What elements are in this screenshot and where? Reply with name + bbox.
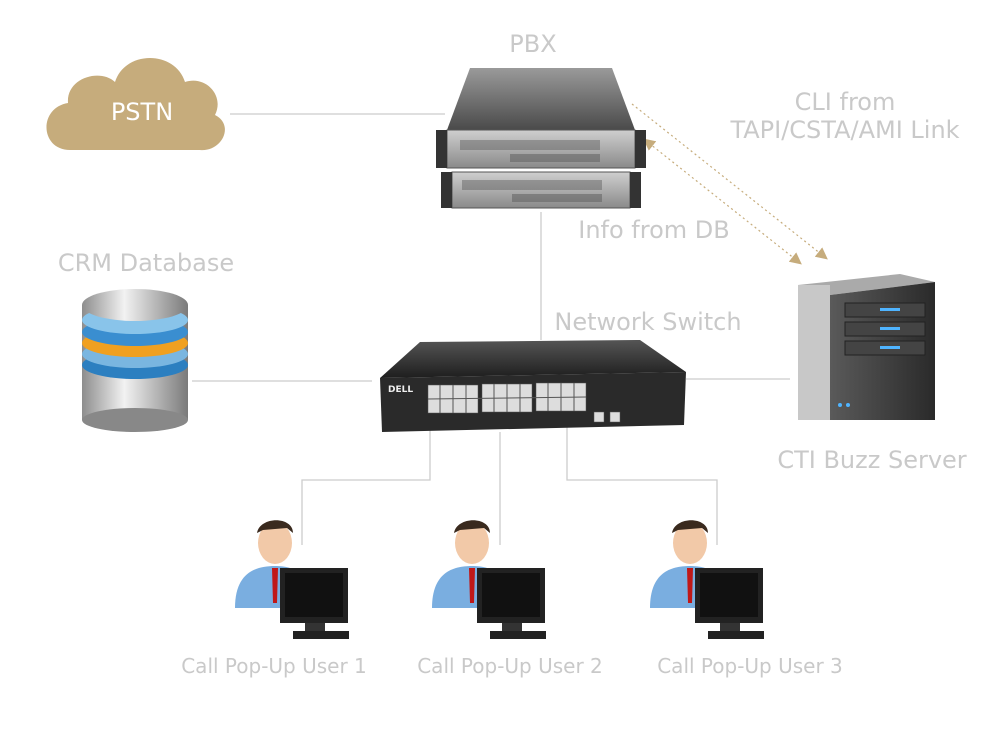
user-2-label: Call Pop-Up User 2 bbox=[417, 654, 603, 678]
user-2-workstation-icon bbox=[432, 520, 546, 639]
info-link-arrow bbox=[643, 138, 802, 265]
crm-database-icon bbox=[82, 289, 188, 432]
switch-brand: DELL bbox=[388, 385, 413, 395]
pbx-rack-server-icon bbox=[436, 68, 646, 209]
connectors bbox=[192, 113, 790, 545]
cti-label: CTI Buzz Server bbox=[777, 446, 966, 474]
user-3-label: Call Pop-Up User 3 bbox=[657, 654, 843, 678]
user-3-workstation-icon bbox=[650, 520, 764, 639]
pbx-label: PBX bbox=[509, 30, 556, 58]
crm-label: CRM Database bbox=[58, 249, 234, 277]
switch-label: Network Switch bbox=[554, 308, 741, 336]
cti-tower-server-icon bbox=[798, 274, 935, 420]
user-1-label: Call Pop-Up User 1 bbox=[181, 654, 367, 678]
cli-annotation-line1: CLI from bbox=[795, 88, 896, 116]
switch-user3-link bbox=[566, 425, 718, 545]
info-annotation: Info from DB bbox=[578, 216, 729, 244]
pstn-cloud-icon: PSTN bbox=[46, 58, 225, 151]
network-switch-icon: DELL bbox=[380, 340, 686, 432]
switch-user1-link bbox=[301, 420, 431, 545]
pstn-label: PSTN bbox=[111, 98, 173, 126]
user-1-workstation-icon bbox=[235, 520, 349, 639]
cli-annotation-line2: TAPI/CSTA/AMI Link bbox=[729, 116, 959, 144]
